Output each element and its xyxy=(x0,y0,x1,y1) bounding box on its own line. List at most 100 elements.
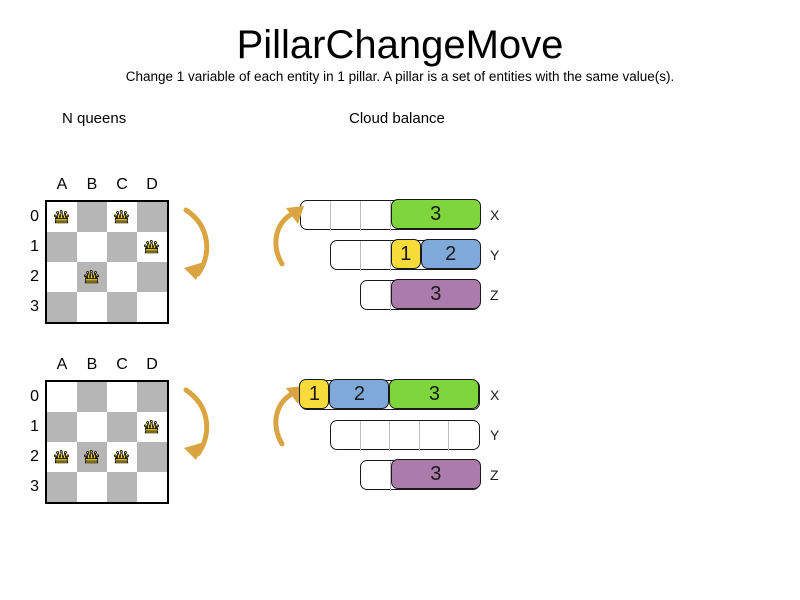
empty-cell xyxy=(361,421,391,451)
column-label-d: D xyxy=(146,356,158,373)
page-title: PillarChangeMove xyxy=(236,23,564,67)
column-label-d: D xyxy=(146,176,158,193)
row-label-0: 0 xyxy=(30,208,39,225)
board-cell-c2[interactable] xyxy=(107,442,137,472)
board-row xyxy=(47,472,167,502)
queen-icon xyxy=(143,419,160,434)
board-cell-c1[interactable] xyxy=(107,412,137,442)
computer-bar-x-before[interactable]: 3 xyxy=(300,199,481,231)
process-segment-3[interactable]: 3 xyxy=(390,279,481,310)
board-cell-b0[interactable] xyxy=(77,202,107,232)
row-label-3: 3 xyxy=(30,298,39,315)
board-cell-d3[interactable] xyxy=(137,472,167,502)
queen-icon xyxy=(113,449,130,464)
computer-label-y-before: Y xyxy=(490,247,500,263)
board-cell-b0[interactable] xyxy=(77,382,107,412)
arrow-cloud-before-icon xyxy=(273,206,304,267)
board-cell-a1[interactable] xyxy=(47,232,77,262)
board-cell-c3[interactable] xyxy=(107,292,137,322)
board-cell-c1[interactable] xyxy=(107,232,137,262)
empty-cell xyxy=(449,421,479,451)
process-segment-1[interactable]: 1 xyxy=(390,239,421,270)
board-cell-c3[interactable] xyxy=(107,472,137,502)
board-cell-b3[interactable] xyxy=(77,292,107,322)
board-row xyxy=(47,442,167,472)
board-cell-d2[interactable] xyxy=(137,442,167,472)
empty-cell xyxy=(361,281,391,311)
computer-bar-y-after[interactable] xyxy=(330,420,480,451)
empty-cell xyxy=(390,421,420,451)
board-cell-a1[interactable] xyxy=(47,412,77,442)
board-row xyxy=(47,382,167,412)
cloud-row-y-after: Y xyxy=(330,420,499,451)
board-cell-d1[interactable] xyxy=(137,232,167,262)
board-cell-a0[interactable] xyxy=(47,382,77,412)
board-cell-b2[interactable] xyxy=(77,262,107,292)
board-row xyxy=(47,412,167,442)
chessboard-grid-before xyxy=(45,200,169,324)
column-label-a: A xyxy=(56,176,68,193)
board-cell-a2[interactable] xyxy=(47,442,77,472)
process-segment-2[interactable]: 2 xyxy=(420,239,481,270)
board-row xyxy=(47,292,167,322)
board-cell-d1[interactable] xyxy=(137,412,167,442)
empty-cell xyxy=(361,461,391,491)
computer-label-x-after: X xyxy=(490,387,500,403)
process-segment-1[interactable]: 1 xyxy=(299,379,330,410)
board-cell-d0[interactable] xyxy=(137,202,167,232)
process-segment-3[interactable]: 3 xyxy=(390,199,481,230)
computer-bar-z-after[interactable]: 3 xyxy=(360,459,481,491)
empty-cell xyxy=(420,421,450,451)
board-row xyxy=(47,262,167,292)
row-label-1: 1 xyxy=(30,238,39,255)
queen-icon xyxy=(53,209,70,224)
arrow-nqueens-after-icon xyxy=(183,387,210,460)
page-subtitle: Change 1 variable of each entity in 1 pi… xyxy=(125,69,675,84)
board-cell-c0[interactable] xyxy=(107,202,137,232)
empty-cell xyxy=(361,241,391,271)
row-label-0: 0 xyxy=(30,388,39,405)
board-cell-a3[interactable] xyxy=(47,292,77,322)
empty-cell xyxy=(331,201,361,231)
board-cell-c2[interactable] xyxy=(107,262,137,292)
board-cell-b1[interactable] xyxy=(77,232,107,262)
board-cell-b3[interactable] xyxy=(77,472,107,502)
board-cell-d3[interactable] xyxy=(137,292,167,322)
queen-icon xyxy=(113,209,130,224)
board-row xyxy=(47,232,167,262)
board-cell-c0[interactable] xyxy=(107,382,137,412)
arrow-nqueens-before-icon xyxy=(183,207,210,280)
board-cell-a0[interactable] xyxy=(47,202,77,232)
board-cell-b1[interactable] xyxy=(77,412,107,442)
empty-cell xyxy=(331,421,361,451)
computer-label-x-before: X xyxy=(490,207,500,223)
process-segment-3[interactable]: 3 xyxy=(390,459,481,490)
computer-label-z-after: Z xyxy=(490,467,499,483)
board-cell-a3[interactable] xyxy=(47,472,77,502)
empty-cell xyxy=(301,201,331,231)
section-header-cloud-balance: Cloud balance xyxy=(349,110,445,127)
computer-label-z-before: Z xyxy=(490,287,499,303)
process-segment-2[interactable]: 2 xyxy=(329,379,390,410)
process-segment-3[interactable]: 3 xyxy=(389,379,480,410)
board-row xyxy=(47,202,167,232)
row-label-1: 1 xyxy=(30,418,39,435)
board-cell-a2[interactable] xyxy=(47,262,77,292)
queen-icon xyxy=(53,449,70,464)
board-cell-d2[interactable] xyxy=(137,262,167,292)
column-label-c: C xyxy=(116,356,128,373)
computer-label-y-after: Y xyxy=(490,427,500,443)
board-cell-d0[interactable] xyxy=(137,382,167,412)
column-label-b: B xyxy=(86,176,98,193)
computer-bar-z-before[interactable]: 3 xyxy=(360,279,481,311)
board-cell-b2[interactable] xyxy=(77,442,107,472)
